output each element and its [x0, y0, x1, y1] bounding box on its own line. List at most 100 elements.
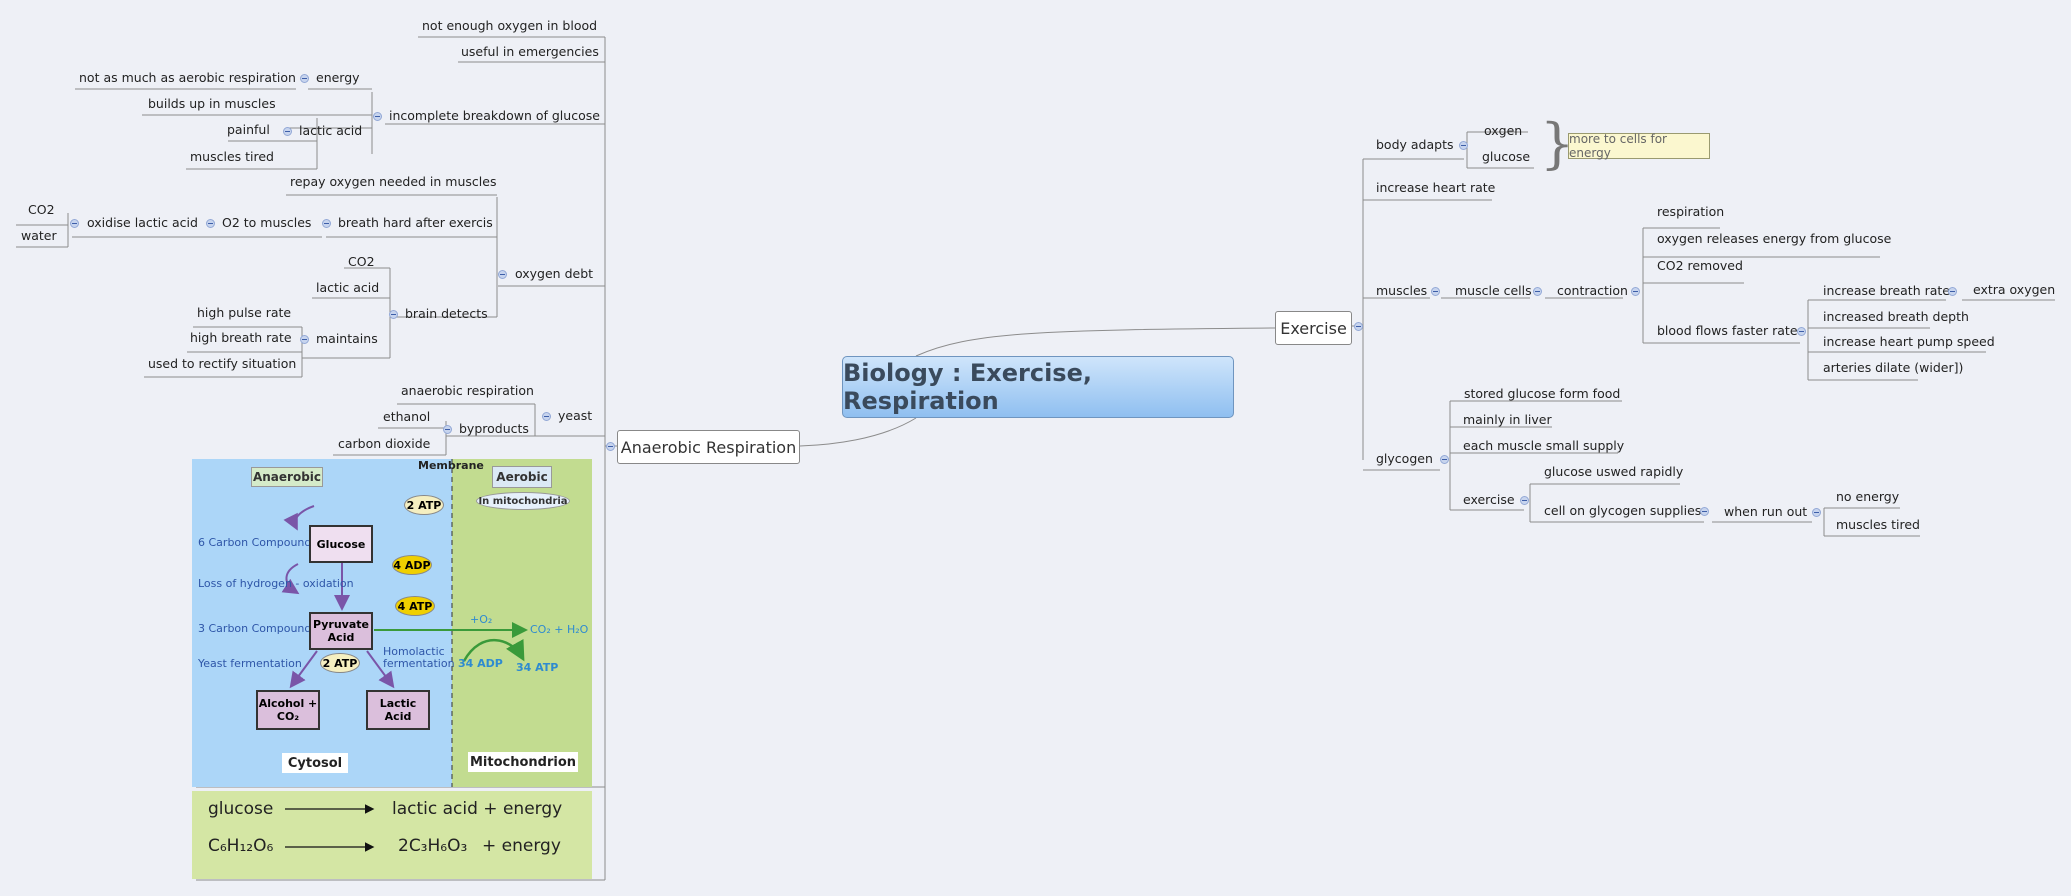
equation-2-mid: 2C₃H₆O₃	[398, 836, 468, 856]
node-co2-b[interactable]: CO2	[348, 254, 375, 269]
collapse-icon[interactable]	[498, 270, 507, 279]
node-glycogen[interactable]: glycogen	[1376, 451, 1433, 466]
node-rectify[interactable]: used to rectify situation	[148, 356, 297, 371]
node-water[interactable]: water	[21, 228, 57, 243]
node-incomplete-breakdown[interactable]: incomplete breakdown of glucose	[389, 108, 600, 123]
node-useful-emergencies[interactable]: useful in emergencies	[461, 44, 599, 59]
node-exercise-sub[interactable]: exercise	[1463, 492, 1515, 507]
node-lactic-acid-b[interactable]: lactic acid	[316, 280, 380, 295]
node-muscles[interactable]: muscles	[1376, 283, 1428, 298]
node-yeast[interactable]: yeast	[558, 408, 593, 423]
root-topic[interactable]: Biology : Exercise, Respiration	[842, 356, 1234, 418]
node-increase-breath-rate[interactable]: increase breath rate	[1823, 283, 1950, 298]
adp-34-label: 34 ADP	[458, 657, 503, 670]
node-oxidise-lactic-acid[interactable]: oxidise lactic acid	[87, 215, 198, 230]
collapse-icon[interactable]	[300, 74, 309, 83]
node-when-run-out[interactable]: when run out	[1724, 504, 1808, 519]
collapse-icon[interactable]	[283, 127, 292, 136]
node-ethanol[interactable]: ethanol	[383, 409, 431, 424]
node-byproducts[interactable]: byproducts	[459, 421, 529, 436]
anaerobic-respiration-topic[interactable]: Anaerobic Respiration	[617, 430, 800, 464]
node-mainly-liver[interactable]: mainly in liver	[1463, 412, 1552, 427]
collapse-icon[interactable]	[1440, 455, 1449, 464]
node-oxgen[interactable]: oxgen	[1484, 123, 1523, 138]
node-muscle-cells[interactable]: muscle cells	[1455, 283, 1532, 298]
membrane-label: Membrane	[418, 459, 484, 472]
collapse-icon[interactable]	[542, 412, 551, 421]
atp-2-top: 2 ATP	[404, 495, 444, 515]
node-co2-removed[interactable]: CO2 removed	[1657, 258, 1743, 273]
six-carbon-label: 6 Carbon Compound	[198, 536, 312, 549]
atp-4: 4 ATP	[395, 596, 435, 616]
collapse-icon[interactable]	[1948, 287, 1957, 296]
node-not-enough-oxygen[interactable]: not enough oxygen in blood	[422, 18, 598, 33]
node-muscles-tired-2[interactable]: muscles tired	[1836, 517, 1920, 532]
node-high-pulse[interactable]: high pulse rate	[197, 305, 292, 320]
node-heart-pump-speed[interactable]: increase heart pump speed	[1823, 334, 1995, 349]
node-glucose-used[interactable]: glucose uswed rapidly	[1544, 464, 1684, 479]
collapse-icon[interactable]	[206, 219, 215, 228]
node-maintains[interactable]: maintains	[316, 331, 378, 346]
equation-2-right: + energy	[482, 836, 561, 856]
collapse-icon[interactable]	[1459, 141, 1468, 150]
node-muscles-tired[interactable]: muscles tired	[190, 149, 274, 164]
node-builds-up[interactable]: builds up in muscles	[148, 96, 276, 111]
collapse-icon[interactable]	[322, 219, 331, 228]
note-more-to-cells[interactable]: more to cells for energy	[1568, 132, 1710, 160]
node-arteries-dilate[interactable]: arteries dilate (wider])	[1823, 360, 1964, 375]
in-mitochondria-label: In mitochondria	[476, 492, 570, 510]
collapse-icon[interactable]	[1797, 327, 1806, 336]
collapse-icon[interactable]	[373, 112, 382, 121]
node-stored-glucose[interactable]: stored glucose form food	[1464, 386, 1621, 401]
node-repay-oxygen[interactable]: repay oxygen needed in muscles	[290, 174, 497, 189]
node-not-as-much[interactable]: not as much as aerobic respiration	[79, 70, 296, 85]
respiration-diagram: Anaerobic Aerobic Membrane In mitochondr…	[192, 459, 592, 787]
root-to-exercise-line	[915, 327, 1276, 357]
node-each-muscle[interactable]: each muscle small supply	[1463, 438, 1625, 453]
root-to-anaerobic-line	[799, 417, 917, 447]
collapse-icon[interactable]	[606, 442, 615, 451]
homolactic-label: Homolactic fermentation	[383, 645, 455, 670]
equation-panel: glucose lactic acid + energy C₆H₁₂O₆ 2C₃…	[192, 791, 592, 879]
collapse-icon[interactable]	[70, 219, 79, 228]
alcohol-co2-box: Alcohol + CO₂	[256, 690, 320, 730]
node-painful[interactable]: painful	[227, 122, 270, 137]
node-no-energy[interactable]: no energy	[1836, 489, 1900, 504]
equation-arrows	[285, 804, 375, 852]
node-anaerobic-respiration[interactable]: anaerobic respiration	[401, 383, 534, 398]
collapse-icon[interactable]	[1354, 322, 1363, 331]
node-respiration[interactable]: respiration	[1657, 204, 1725, 219]
node-increased-breath-depth[interactable]: increased breath depth	[1823, 309, 1969, 324]
node-oxygen-releases[interactable]: oxygen releases energy from glucose	[1657, 231, 1892, 246]
node-blood-flows[interactable]: blood flows faster rate	[1657, 323, 1798, 338]
node-breath-hard[interactable]: breath hard after exercis	[338, 215, 493, 230]
collapse-icon[interactable]	[1533, 287, 1542, 296]
node-increase-heart-rate[interactable]: increase heart rate	[1376, 180, 1496, 195]
collapse-icon[interactable]	[443, 425, 452, 434]
node-carbon-dioxide[interactable]: carbon dioxide	[338, 436, 431, 451]
node-high-breath[interactable]: high breath rate	[190, 330, 292, 345]
node-lactic-acid[interactable]: lactic acid	[299, 123, 363, 138]
collapse-icon[interactable]	[1700, 507, 1709, 516]
node-energy[interactable]: energy	[316, 70, 360, 85]
node-glucose[interactable]: glucose	[1482, 149, 1531, 164]
collapse-icon[interactable]	[300, 335, 309, 344]
node-cell-on-glycogen[interactable]: cell on glycogen supplies	[1544, 503, 1702, 518]
node-oxygen-debt[interactable]: oxygen debt	[515, 266, 594, 281]
node-extra-oxygen[interactable]: extra oxygen	[1973, 282, 2056, 297]
atp-2-bottom: 2 ATP	[320, 653, 360, 673]
exercise-topic[interactable]: Exercise	[1275, 311, 1352, 345]
co2-h2o-label: CO₂ + H₂O	[530, 623, 589, 636]
node-brain-detects[interactable]: brain detects	[405, 306, 488, 321]
collapse-icon[interactable]	[1812, 508, 1821, 517]
node-o2-to-muscles[interactable]: O2 to muscles	[222, 215, 312, 230]
collapse-icon[interactable]	[1520, 496, 1529, 505]
node-body-adapts[interactable]: body adapts	[1376, 137, 1454, 152]
collapse-icon[interactable]	[1631, 287, 1640, 296]
collapse-icon[interactable]	[1431, 287, 1440, 296]
collapse-icon[interactable]	[389, 310, 398, 319]
node-co2[interactable]: CO2	[28, 202, 55, 217]
node-contraction[interactable]: contraction	[1557, 283, 1628, 298]
diagram-arrows	[281, 459, 528, 787]
